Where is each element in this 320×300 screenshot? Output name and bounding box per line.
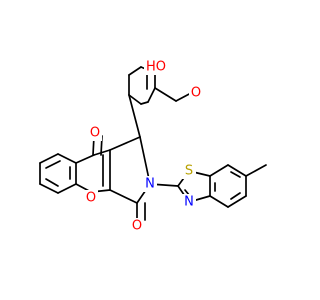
hydroxyl-label: HO [146,60,166,75]
bond [45,160,61,169]
bond [109,136,141,151]
bond [140,101,149,105]
bond [227,164,247,177]
bond [93,149,111,156]
atom-label-layer: HO O O O O N S N [84,59,203,234]
molecule-diagram: HO O O O O N S N [39,59,267,234]
thiazole-sulfur-label: S [185,164,193,179]
bond [230,192,241,200]
bond [39,183,59,194]
bond-layer [39,61,267,221]
bond [209,164,229,177]
upper-carbonyl-oxygen-label: O [90,126,100,141]
bond [209,195,229,208]
bond [57,153,77,164]
bond [245,164,267,177]
lower-carbonyl-oxygen-label: O [132,219,142,234]
bond [57,183,77,194]
thiazole-nitrogen-label: N [184,195,194,210]
bond [230,171,241,178]
bond [128,66,142,76]
ring-nitrogen-label: N [145,177,155,192]
bond [227,195,247,208]
bond [154,87,177,102]
ring-oxygen-label: O [86,191,96,206]
methoxy-oxygen-label: O [191,86,201,101]
bond [147,87,156,103]
bond [39,153,59,164]
bond [128,94,141,138]
bond [109,189,138,204]
chemical-structure-canvas: HO O O O O N S N [39,59,267,234]
bond [45,178,59,187]
bond [75,154,95,164]
bond [128,94,142,105]
